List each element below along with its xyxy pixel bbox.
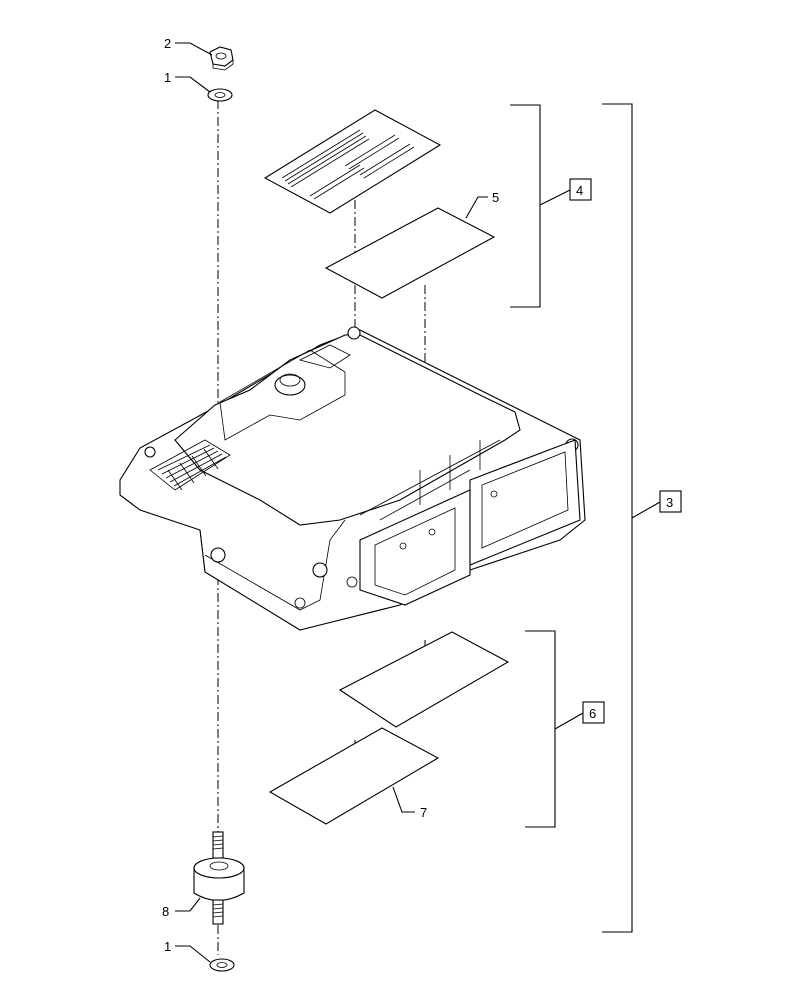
callout-5-label: 5 [492, 190, 499, 205]
label-sticker-icon [263, 109, 442, 214]
leader-4 [539, 189, 571, 206]
bracket-3 [602, 103, 633, 933]
gasket-sheet-icon [268, 727, 440, 825]
leader-1-bottom [175, 945, 211, 963]
leader-7 [392, 786, 415, 813]
washer-icon [209, 958, 235, 972]
callout-4-label: 4 [576, 183, 583, 198]
leader-5 [465, 196, 488, 219]
gasket-sheet-icon [324, 207, 496, 299]
nut-icon [209, 46, 234, 71]
leader-6 [554, 712, 584, 730]
bracket-4 [510, 104, 541, 308]
rubber-mount-icon [193, 831, 245, 925]
washer-icon [207, 88, 233, 102]
leader-3 [631, 501, 661, 519]
callout-6-label: 6 [589, 706, 596, 721]
leader-2 [175, 42, 213, 56]
gasket-sheet-icon [338, 631, 510, 728]
callout-box-6 [582, 701, 605, 724]
callout-7-label: 7 [420, 805, 427, 820]
callout-2-label: 2 [164, 36, 171, 51]
leader-1-top [175, 76, 211, 93]
callout-box-3 [659, 490, 682, 513]
callout-1-bottom-label: 1 [164, 939, 171, 954]
ecu-module-icon [119, 326, 586, 631]
callout-3-label: 3 [666, 495, 673, 510]
callout-1-top-label: 1 [164, 70, 171, 85]
leader-8 [175, 897, 201, 912]
bracket-6 [525, 630, 556, 828]
callout-box-4 [569, 178, 592, 201]
callout-8-label: 8 [162, 904, 169, 919]
